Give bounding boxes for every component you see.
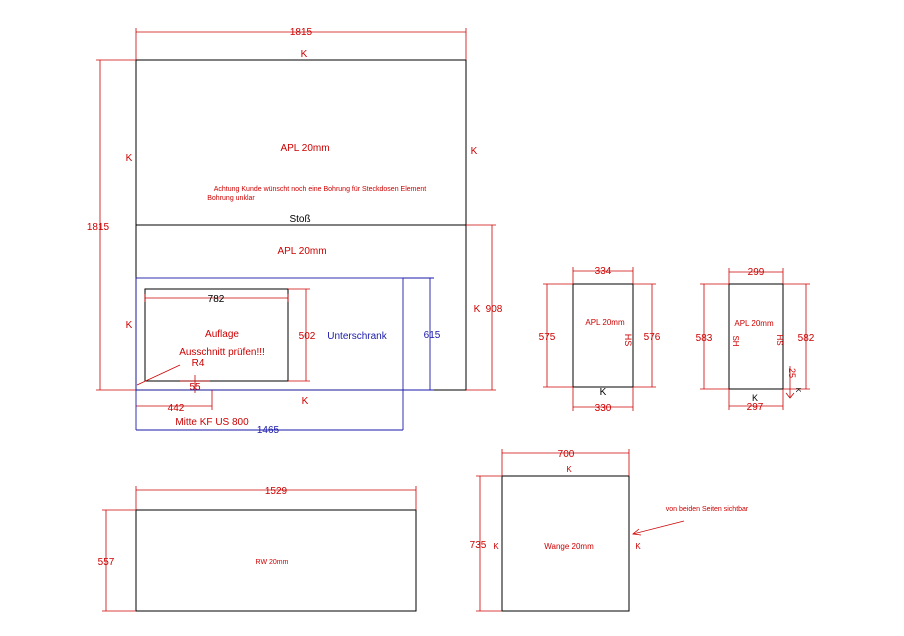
sink-center-label: Mitte KF US 800 [175,417,249,428]
panel-a-width-top: 334 [595,266,612,277]
panel-a-edge-bottom: K [600,387,607,398]
dim-offset-bottom: 55 [189,382,201,393]
edge-left-lower: K [126,320,133,331]
panel-b-edge-right: HS [775,334,784,345]
rw-width: 1529 [265,486,288,497]
radius-label: R4 [192,358,205,369]
radius-leader [136,364,181,386]
wange-outline [501,475,630,612]
note-line-1: Achtung Kunde wünscht noch eine Bohrung … [214,186,427,193]
panel-a-width-bottom: 330 [595,403,612,414]
joint-label: Stoß [289,214,310,225]
lower-label: APL 20mm [277,246,326,257]
main-worktop: 1815 1815 908 K K K K K K APL 20mm Achtu… [87,27,503,414]
panel-b-edge-left: SH [731,335,740,346]
panel-a-edge-side: HS [623,334,633,347]
panel-a-height-left: 575 [539,332,556,343]
cabinet-label: Unterschrank [327,331,387,342]
wange-width: 700 [558,449,575,460]
panel-b: 299 297 583 582 APL 20mm SH HS K 25 K [696,267,815,413]
panel-b-height-left: 583 [696,333,713,344]
dim-height-left: 1815 [87,222,110,233]
wange-note: von beiden Seiten sichtbar [666,506,749,513]
rw-height: 557 [98,557,115,568]
panel-a-outline [572,283,634,388]
rw-panel: 1529 557 RW 20mm [98,486,417,612]
panel-b-width-top: 299 [748,267,765,278]
panel-a-height-right: 576 [644,332,661,343]
cutout-outline [144,288,289,382]
dim-width-top: 1815 [290,27,313,38]
dim-cabinet-width: 1465 [257,425,280,436]
dim-height-right: 908 [486,304,503,315]
cabinet: Unterschrank 615 1465 Mitte KF US 800 [135,277,441,436]
wange-height: 735 [470,540,487,551]
wange-edge-right: K [635,542,641,551]
panel-b-height-right: 582 [798,333,815,344]
wange-note-leader [632,520,685,535]
upper-label: APL 20mm [280,143,329,154]
panel-a-label: APL 20mm [585,318,625,327]
edge-top: K [301,49,308,60]
dim-cutout-width: 782 [208,294,225,305]
note-line-2: Bohrung unklar [207,195,255,202]
panel-b-edge-right-small: K [794,388,801,393]
edge-right-lower: K [474,304,481,315]
cabinet-outline [135,277,404,391]
edge-left-upper: K [126,153,133,164]
panel-b-edge-bottom: K [752,393,758,403]
panel-b-outline [728,283,784,390]
wange-label: Wange 20mm [544,542,594,551]
wange-note-arrow [632,528,642,536]
edge-right-upper: K [471,146,478,157]
rw-label: RW 20mm [256,559,289,566]
wange-edge-top: K [566,465,572,474]
panel-b-offset-arrow [785,392,795,399]
edge-bottom: K [302,396,309,407]
wange-panel: 700 735 Wange 20mm K K K von beiden Seit… [470,449,749,612]
cutout-check: Ausschnitt prüfen!!! [179,347,265,358]
dim-cabinet-depth: 615 [424,330,441,341]
cutout-label: Auflage [205,329,239,340]
dim-offset-left: 442 [168,403,185,414]
panel-b-width-bottom: 297 [747,402,764,413]
wange-edge-left: K [493,542,499,551]
panel-b-label: APL 20mm [734,319,774,328]
panel-b-offset: 25 [787,368,797,378]
panel-a: 334 330 575 576 APL 20mm HS K [539,266,661,414]
rw-outline [135,509,417,612]
dim-cutout-height: 502 [299,331,316,342]
